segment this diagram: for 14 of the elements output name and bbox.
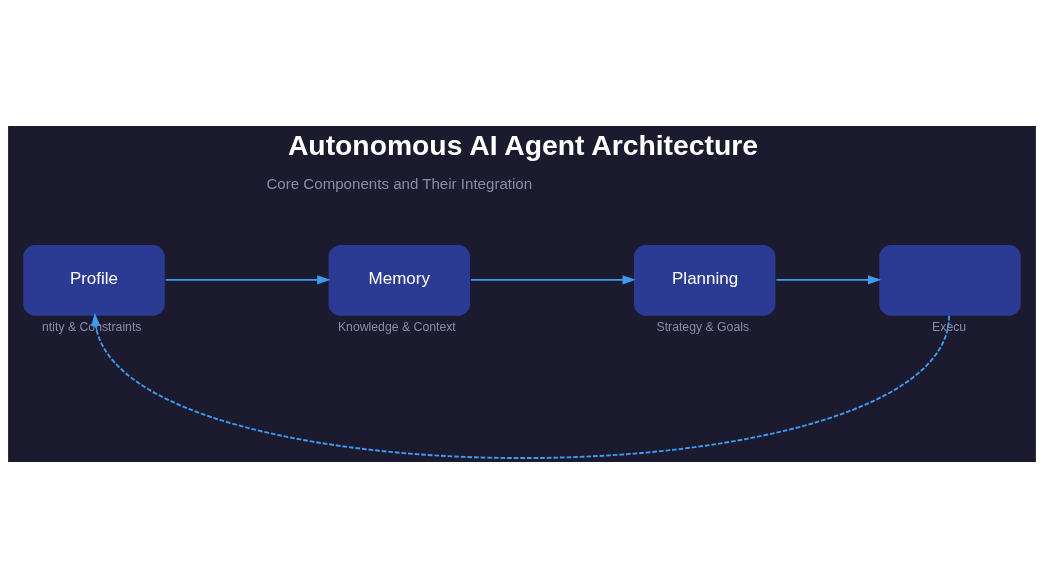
- arrow: [775, 274, 882, 284]
- arrow: [91, 312, 951, 459]
- node-box: Planning: [633, 244, 776, 316]
- node-box: Profile: [23, 244, 165, 316]
- label: Core Components and Their Integration: [266, 174, 533, 192]
- arrow: [470, 274, 636, 284]
- diagram-title: Autonomous AI Agent Architecture: [287, 128, 758, 161]
- node-label: ntity & Constraints: [42, 319, 142, 334]
- node-label: Knowledge & Context: [337, 319, 456, 334]
- node-box: Memory: [328, 244, 471, 316]
- arrow: [164, 274, 331, 284]
- node-label: Execu: [932, 319, 967, 334]
- node-box: [879, 244, 1021, 316]
- node-label: Strategy & Goals: [656, 319, 750, 334]
